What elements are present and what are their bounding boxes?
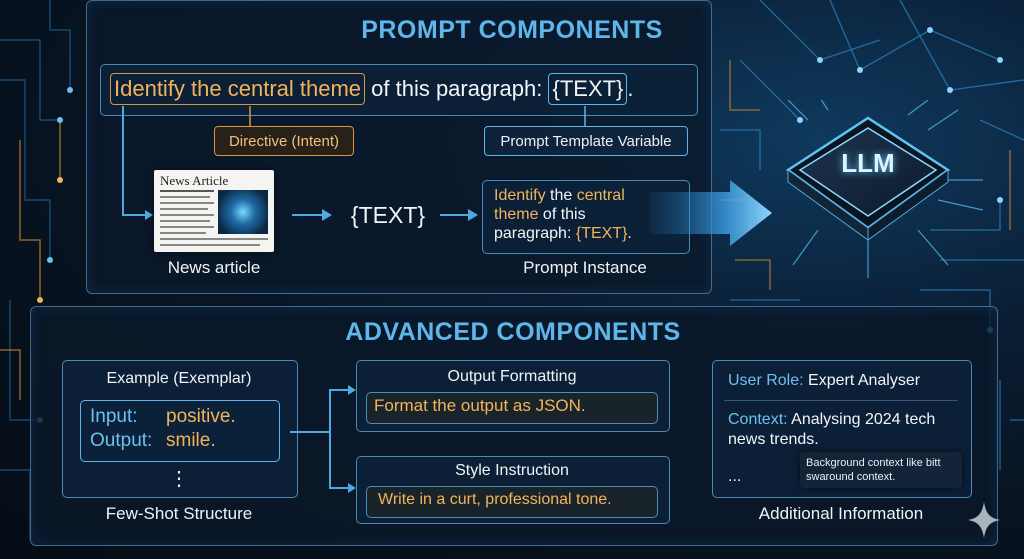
context-label: Context: <box>728 411 788 428</box>
output-formatting-heading: Output Formatting <box>447 368 577 385</box>
directive-tag: Directive (Intent) <box>214 126 354 156</box>
news-article-caption: News article <box>167 258 261 277</box>
sparkle-icon <box>968 502 1000 538</box>
instance-word-central: central <box>576 187 625 204</box>
output-formatting-text: Format the output as JSON. <box>374 396 586 415</box>
variable-tag: Prompt Template Variable <box>484 126 688 156</box>
context-value-1: Analysing 2024 tech <box>787 411 936 428</box>
prompt-components-title: PROMPT COMPONENTS <box>361 16 663 44</box>
context-value-2: news trends. <box>728 431 819 448</box>
llm-chip-graphic <box>785 100 984 278</box>
instance-word-paragraph: paragraph: <box>494 225 576 242</box>
context-line: Context: Analysing 2024 tech news trends… <box>728 410 935 450</box>
text-token: {TEXT} <box>350 202 426 228</box>
exemplar-input-value: positive. <box>166 406 236 427</box>
style-instruction-text: Write in a curt, professional tone. <box>378 491 612 508</box>
instance-word-variable: {TEXT} <box>575 225 628 242</box>
news-article-thumbnail <box>218 190 268 234</box>
advanced-connectors <box>290 385 356 493</box>
template-variable-highlight: {TEXT} <box>548 73 628 105</box>
exemplar-output-value: smile. <box>166 430 216 451</box>
advanced-components-title: ADVANCED COMPONENTS <box>345 318 681 346</box>
llm-label: LLM <box>841 148 895 178</box>
instance-word-theme: theme <box>494 206 539 223</box>
user-role-label: User Role: <box>728 372 804 389</box>
prompt-connectors <box>122 106 586 221</box>
news-article-image: News Article <box>154 170 274 252</box>
instance-word-of-this: of this <box>538 206 586 223</box>
to-llm-arrow <box>650 180 772 246</box>
instance-word-identify: Identify <box>494 187 546 204</box>
news-article-header: News Article <box>160 173 229 188</box>
role-divider <box>724 400 958 401</box>
context-tooltip: Background context like bitt swaround co… <box>800 452 962 488</box>
template-end: . <box>627 76 634 101</box>
output-formatting-instruction-box <box>366 392 658 424</box>
additional-info-caption: Additional Information <box>758 504 924 523</box>
prompt-instance-caption: Prompt Instance <box>523 258 647 277</box>
style-instruction-heading: Style Instruction <box>455 462 569 479</box>
directive-highlight: Identify the central theme <box>110 73 366 105</box>
prompt-template-line: Identify the central theme of this parag… <box>110 72 634 106</box>
exemplar-input-label: Input: <box>90 406 138 427</box>
user-role-value: Expert Analyser <box>803 372 921 389</box>
exemplar-io-box <box>80 400 280 462</box>
exemplar-output-row: Output: smile. <box>90 430 216 452</box>
template-rest: of this paragraph: <box>365 76 549 101</box>
style-instruction-text-box <box>366 486 658 518</box>
exemplar-output-label: Output: <box>90 430 153 451</box>
instance-word-period: . <box>627 225 632 242</box>
prompt-instance-text: Identify the central theme of this parag… <box>494 186 684 243</box>
few-shot-caption: Few-Shot Structure <box>105 504 253 523</box>
exemplar-input-row: Input: positive. <box>90 406 236 428</box>
exemplar-heading: Example (Exemplar) <box>106 370 252 387</box>
instance-word-the: the <box>545 187 577 204</box>
user-role-line: User Role: Expert Analyser <box>728 372 920 390</box>
prompt-template-box <box>100 64 698 116</box>
additional-ellipsis: ... <box>728 468 742 485</box>
exemplar-ellipsis: ⋮ <box>169 468 189 490</box>
